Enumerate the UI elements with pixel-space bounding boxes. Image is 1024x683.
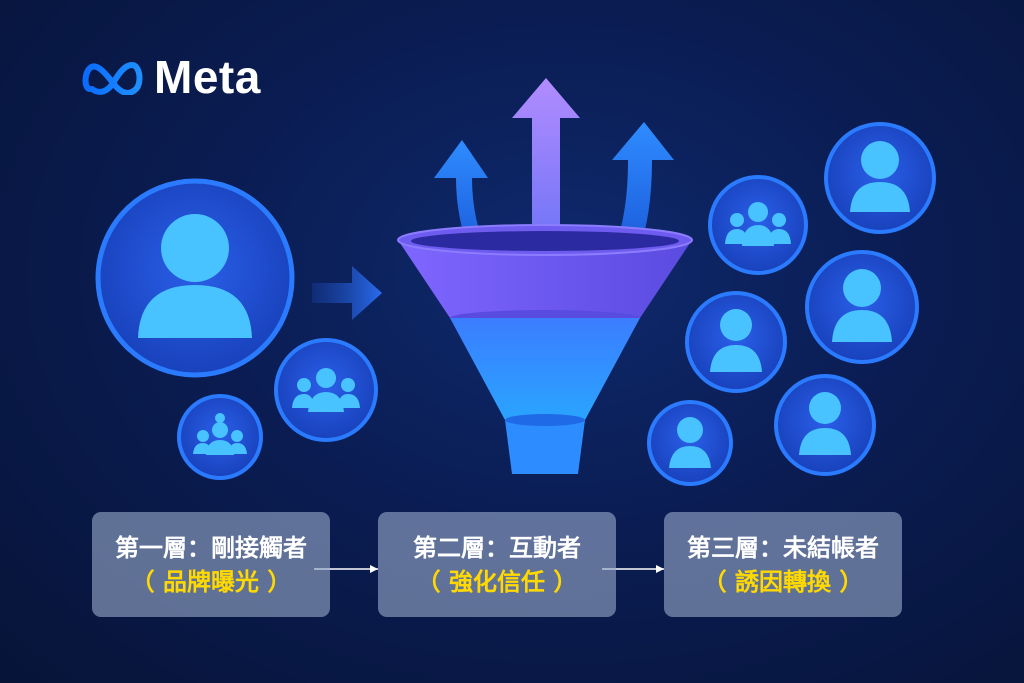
stage-subtitle: （ 品牌曝光 ）: [130, 567, 292, 596]
meta-infinity-icon: [82, 61, 143, 95]
meta-logo: Meta: [82, 50, 261, 104]
stage-subtitle: （ 誘因轉換 ）: [702, 567, 864, 596]
single-person-icon: [805, 250, 919, 364]
single-person-icon: [95, 178, 295, 378]
single-person-icon: [647, 400, 733, 486]
group-icon: [708, 175, 808, 275]
right-arrow-icon: [312, 266, 382, 320]
funnel-icon: [397, 224, 693, 474]
stage-card-2: 第二層：互動者 （ 強化信任 ）: [378, 512, 616, 617]
stage-title: 第二層：互動者: [413, 533, 581, 562]
brand-name: Meta: [154, 51, 261, 103]
group-icon: [177, 394, 263, 480]
stage-card-3: 第三層：未結帳者 （ 誘因轉換 ）: [664, 512, 902, 617]
single-person-icon: [774, 374, 876, 476]
single-person-icon: [685, 291, 787, 393]
stage-subtitle: （ 強化信任 ）: [416, 567, 578, 596]
stage-card-1: 第一層：剛接觸者 （ 品牌曝光 ）: [92, 512, 330, 617]
group-icon: [274, 338, 378, 442]
stage-title: 第三層：未結帳者: [687, 533, 879, 562]
up-arrow-icon: [610, 122, 674, 258]
single-person-icon: [824, 122, 936, 234]
stage-title: 第一層：剛接觸者: [115, 533, 307, 562]
up-arrow-icon: [512, 78, 580, 258]
